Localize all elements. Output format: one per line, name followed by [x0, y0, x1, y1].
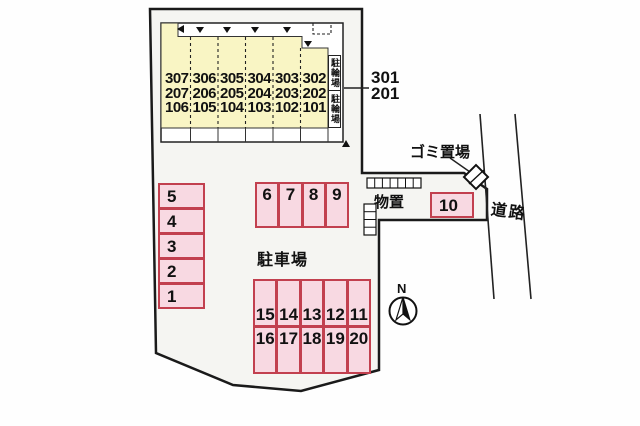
- room-number: 205: [219, 84, 244, 102]
- room-number: 202: [302, 84, 327, 102]
- space-number: 5: [167, 186, 177, 206]
- garbage-leader-line: [449, 157, 471, 173]
- balcony-strip-dividers: [190, 128, 329, 142]
- room-numbers-floor3: 307 306 305 304 303 302: [163, 70, 328, 87]
- parking-space-15: 15: [253, 279, 278, 327]
- garbage-marker-diagonal: [468, 169, 485, 185]
- space-number: 8: [308, 185, 319, 204]
- space-number: 15: [255, 305, 275, 324]
- side-note-line2: 201: [371, 84, 400, 103]
- side-note: 301 201: [371, 68, 400, 103]
- space-number: 14: [279, 305, 299, 324]
- space-number: 13: [302, 305, 322, 324]
- space-number: 12: [325, 305, 345, 324]
- building-units-area: [160, 22, 329, 129]
- space-number: 20: [349, 329, 369, 348]
- room-number: 304: [247, 70, 272, 87]
- parking-space-14: 14: [276, 279, 301, 327]
- space-number: 3: [167, 236, 177, 256]
- road-right-edge: [514, 113, 532, 300]
- space-number: 11: [349, 305, 368, 324]
- parking-space-7: 7: [278, 182, 303, 228]
- space-number: 1: [167, 286, 177, 306]
- entrance-marker-icon: [223, 27, 231, 33]
- room-number: 203: [274, 84, 299, 102]
- bicycle-parking-label-bottom: 駐輪場: [328, 90, 341, 128]
- space-number: 10: [439, 195, 458, 215]
- room-number: 302: [302, 70, 327, 87]
- unit-divider-lines: [189, 37, 302, 128]
- room-number: 204: [247, 84, 272, 102]
- building-access-marker-icon: [342, 140, 350, 147]
- side-note-line1: 301: [371, 68, 400, 87]
- room-number: 306: [192, 70, 217, 87]
- bicycle-parking-label-top: 駐輪場: [328, 55, 341, 91]
- room-number: 305: [219, 70, 244, 87]
- room-number: 106: [164, 99, 189, 116]
- room-number: 101: [302, 99, 327, 116]
- entrance-marker-icon: [304, 41, 312, 47]
- garbage-area-label: ゴミ置場: [410, 144, 471, 161]
- parking-space-18: 18: [299, 326, 325, 374]
- parking-space-5: 5: [158, 183, 205, 209]
- parking-space-12: 12: [323, 279, 348, 327]
- parking-space-19: 19: [323, 326, 348, 374]
- parking-space-20: 20: [346, 326, 371, 374]
- parking-space-8: 8: [301, 182, 326, 228]
- parking-space-6: 6: [255, 182, 280, 228]
- parking-space-1: 1: [158, 283, 205, 309]
- entrance-marker-icon: [283, 27, 291, 33]
- entrance-marker-left-icon: [177, 25, 184, 33]
- space-number: 6: [262, 185, 272, 204]
- parking-space-4: 4: [158, 208, 205, 234]
- room-number: 207: [164, 84, 189, 102]
- parking-space-9: 9: [324, 182, 349, 228]
- parking-space-16: 16: [253, 326, 278, 374]
- road-label: 道路: [489, 201, 528, 224]
- space-number: 2: [167, 261, 177, 281]
- storage-shed-column: [363, 203, 377, 236]
- entrance-marker-icon: [251, 27, 259, 33]
- space-number: 9: [332, 185, 342, 204]
- road-left-edge: [479, 113, 495, 300]
- entrance-marker-icon: [196, 27, 204, 33]
- room-number: 105: [192, 99, 217, 116]
- storage-label: 物置: [374, 194, 405, 211]
- space-number: 16: [255, 329, 275, 348]
- entrance-marker-icons: [177, 25, 350, 147]
- room-number: 103: [247, 99, 272, 116]
- space-number: 19: [325, 329, 345, 348]
- parking-space-10: 10: [430, 192, 474, 218]
- parking-space-2: 2: [158, 258, 205, 284]
- room-number: 102: [274, 99, 299, 116]
- parking-space-3: 3: [158, 233, 205, 259]
- space-number: 17: [279, 329, 299, 348]
- staircase-dashed-box: [312, 22, 332, 35]
- parking-space-13: 13: [299, 279, 325, 327]
- space-number: 18: [302, 329, 322, 348]
- north-label: N: [397, 281, 407, 296]
- room-numbers-floor1: 106 105 104 103 102 101: [163, 99, 328, 116]
- compass-icon: [388, 296, 418, 326]
- room-number: 307: [164, 70, 189, 87]
- room-number: 303: [274, 70, 299, 87]
- parking-space-17: 17: [276, 326, 301, 374]
- space-number: 7: [285, 185, 296, 204]
- parking-space-11: 11: [346, 279, 371, 327]
- space-number: 4: [167, 211, 177, 231]
- room-number: 104: [219, 99, 244, 116]
- storage-shed-row: [366, 177, 422, 189]
- parking-lot-label: 駐車場: [257, 252, 309, 269]
- room-number: 206: [192, 84, 217, 102]
- room-numbers-floor2: 207 206 205 204 203 202: [163, 84, 328, 102]
